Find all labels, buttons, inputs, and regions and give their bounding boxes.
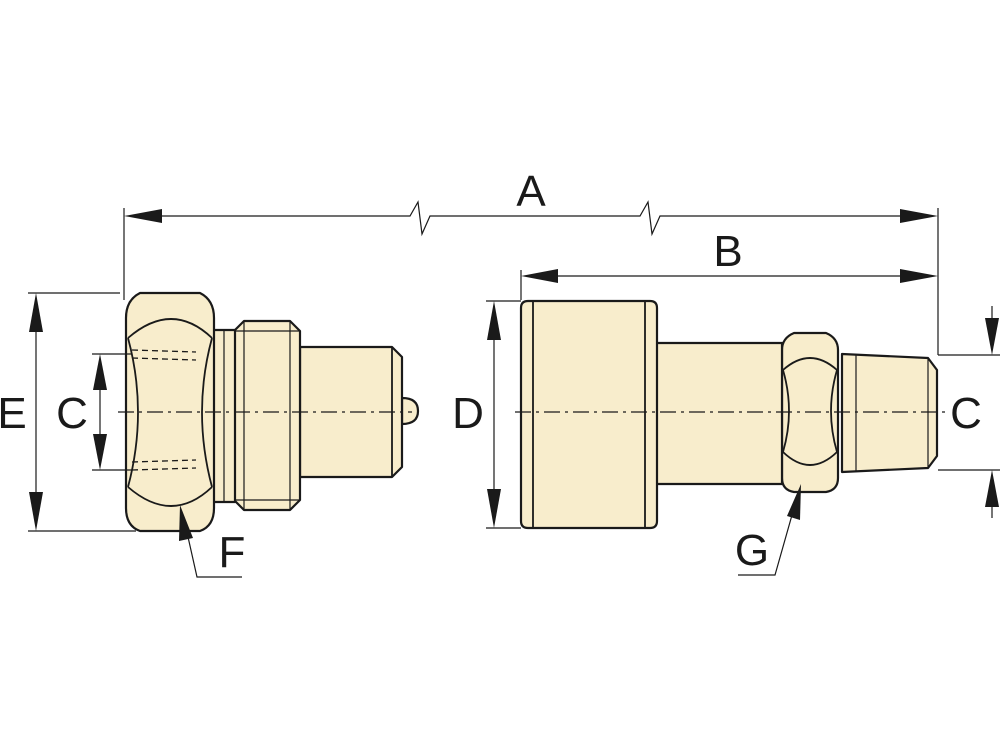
label-c-right: C [950,389,982,438]
dimension-d: D [452,300,521,529]
dimension-c-left: C [56,353,132,471]
leader-f: F [179,505,246,578]
right-shank [654,341,784,486]
leader-g: G [735,484,801,576]
right-cylinder-body [519,299,659,530]
label-e: E [0,389,27,438]
dimension-b: B [520,227,938,300]
left-coupling-part [124,291,420,533]
dimension-e: E [0,292,136,532]
left-plug-tip [400,396,420,426]
label-g: G [735,526,769,575]
label-c-left: C [56,389,88,438]
label-a: A [516,167,546,216]
left-hidden-bore [131,349,197,471]
label-f: F [219,528,246,577]
dimension-c-right: C [938,306,1000,518]
dimension-a: A [123,167,939,355]
right-coupling-part [519,299,939,530]
label-d: D [452,389,484,438]
label-b: B [713,227,742,276]
